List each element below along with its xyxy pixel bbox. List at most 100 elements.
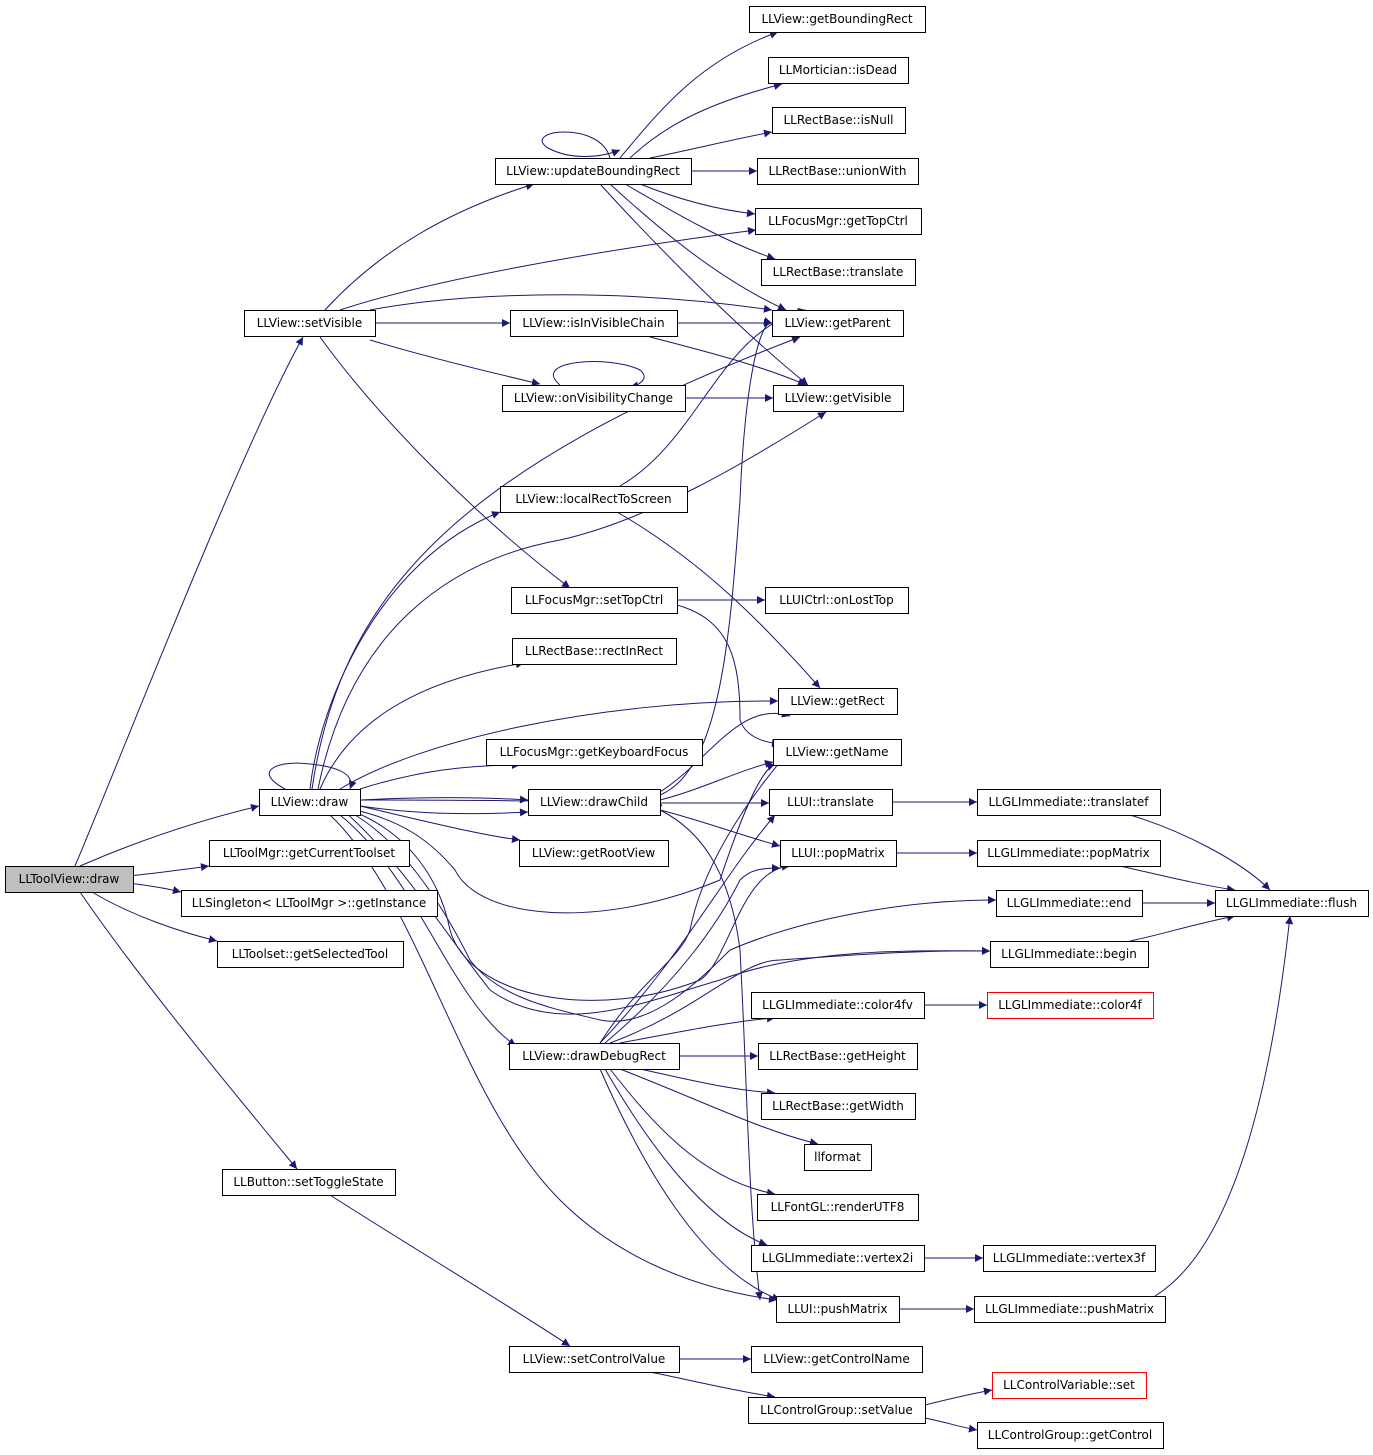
node-rectInRect: LLRectBase::rectInRect — [512, 638, 677, 665]
node-getControl: LLControlGroup::getControl — [977, 1422, 1164, 1449]
call-edge — [924, 1417, 978, 1433]
call-edge — [349, 811, 997, 1022]
node-popMatrix: LLUI::popMatrix — [780, 840, 897, 867]
node-box — [990, 941, 1149, 968]
node-box — [511, 587, 678, 614]
node-label: LLSingleton< LLToolMgr >::getInstance — [192, 896, 426, 910]
node-label: LLView::updateBoundingRect — [506, 164, 680, 178]
node-isDead: LLMortician::isDead — [768, 57, 909, 84]
node-box — [804, 1144, 872, 1171]
call-edge — [639, 1068, 776, 1097]
node-label: LLMortician::isDead — [779, 63, 897, 77]
node-rb_translate: LLRectBase::translate — [761, 259, 916, 286]
node-label: LLGLImmediate::vertex2i — [762, 1251, 914, 1265]
node-box — [992, 1372, 1147, 1399]
node-gl_popMatrix: LLGLImmediate::popMatrix — [977, 840, 1161, 867]
node-vertex3f: LLGLImmediate::vertex3f — [983, 1245, 1156, 1272]
node-box — [528, 789, 661, 816]
call-edge — [1129, 814, 1271, 891]
node-box — [748, 1397, 926, 1424]
node-label: LLView::getControlName — [763, 1352, 909, 1366]
node-getRootView: LLView::getRootView — [519, 840, 669, 867]
node-label: LLFocusMgr::getKeyboardFocus — [500, 745, 689, 759]
node-getControlName: LLView::getControlName — [751, 1346, 923, 1373]
node-color4f: LLGLImmediate::color4f — [987, 992, 1154, 1019]
node-box — [983, 1245, 1156, 1272]
node-box — [755, 208, 922, 235]
call-edge — [74, 336, 304, 867]
node-box — [768, 57, 909, 84]
node-label: LLControlGroup::setValue — [760, 1403, 913, 1417]
node-label: LLView::getParent — [784, 316, 890, 330]
call-edge — [676, 604, 781, 748]
node-getKeyboardFocus: LLFocusMgr::getKeyboardFocus — [486, 739, 703, 766]
node-box — [509, 1346, 680, 1373]
node-label: LLControlGroup::getControl — [988, 1428, 1152, 1442]
node-label: LLView::drawChild — [540, 795, 648, 809]
node-gl_begin: LLGLImmediate::begin — [990, 941, 1149, 968]
node-getBoundingRect: LLView::getBoundingRect — [749, 6, 926, 33]
node-box — [751, 992, 925, 1019]
node-getName: LLView::getName — [773, 739, 902, 766]
node-getVisible: LLView::getVisible — [773, 385, 904, 412]
node-label: LLControlVariable::set — [1003, 1378, 1135, 1392]
call-edge — [552, 361, 645, 390]
node-llformat: llformat — [804, 1144, 872, 1171]
node-isInVisibleChain: LLView::isInVisibleChain — [510, 310, 678, 337]
call-edge — [659, 809, 781, 848]
node-label: LLToolMgr::getCurrentToolset — [223, 846, 396, 860]
node-translatef: LLGLImmediate::translatef — [977, 789, 1161, 816]
call-edge — [319, 660, 525, 790]
call-edge — [649, 1371, 776, 1400]
call-edge — [1129, 913, 1236, 942]
node-box — [769, 789, 893, 816]
call-edge — [309, 511, 501, 790]
node-box — [772, 310, 904, 337]
call-edge — [324, 182, 535, 311]
node-box — [495, 158, 692, 185]
node-unionWith: LLRectBase::unionWith — [757, 158, 919, 185]
call-edge — [639, 183, 756, 218]
node-ui_translate: LLUI::translate — [769, 789, 893, 816]
call-edge — [354, 763, 776, 914]
node-box — [512, 638, 677, 665]
node-setValue: LLControlGroup::setValue — [748, 1397, 926, 1424]
call-edge — [79, 803, 260, 867]
call-edge — [609, 946, 991, 1044]
node-label: LLUI::popMatrix — [791, 846, 885, 860]
node-label: LLGLImmediate::popMatrix — [987, 846, 1150, 860]
call-edge — [359, 805, 521, 843]
call-edge — [604, 864, 781, 1044]
node-label: LLRectBase::getHeight — [769, 1049, 906, 1063]
call-edge — [354, 811, 791, 1001]
node-box — [749, 6, 926, 33]
call-edge — [609, 183, 787, 311]
node-box — [757, 1194, 919, 1221]
node-box — [244, 310, 376, 337]
node-label: LLUI::pushMatrix — [787, 1302, 887, 1316]
call-edge — [369, 339, 541, 387]
call-edge — [616, 511, 821, 689]
call-edge — [619, 1014, 776, 1044]
node-box — [761, 1093, 916, 1120]
node-label: LLView::getName — [785, 745, 888, 759]
node-box — [751, 1346, 923, 1373]
node-box — [757, 158, 919, 185]
node-label: LLRectBase::isNull — [784, 113, 894, 127]
call-edge — [359, 795, 529, 804]
node-label: LLUI::translate — [787, 795, 874, 809]
node-getSelectedTool: LLToolset::getSelectedTool — [217, 941, 404, 968]
node-label: LLView::localRectToScreen — [515, 492, 671, 506]
call-edge — [79, 891, 298, 1170]
call-edge — [268, 762, 357, 790]
call-edge — [599, 814, 776, 1044]
node-label: LLGLImmediate::flush — [1226, 896, 1357, 910]
call-edge — [541, 131, 621, 159]
node-getHeight: LLRectBase::getHeight — [758, 1043, 918, 1070]
node-getParent: LLView::getParent — [772, 310, 904, 337]
node-label: LLFontGL::renderUTF8 — [771, 1200, 905, 1214]
node-drawDebugRect: LLView::drawDebugRect — [509, 1043, 680, 1070]
node-label: LLRectBase::unionWith — [769, 164, 907, 178]
node-label: LLView::getRootView — [532, 846, 656, 860]
node-color4fv: LLGLImmediate::color4fv — [751, 992, 925, 1019]
